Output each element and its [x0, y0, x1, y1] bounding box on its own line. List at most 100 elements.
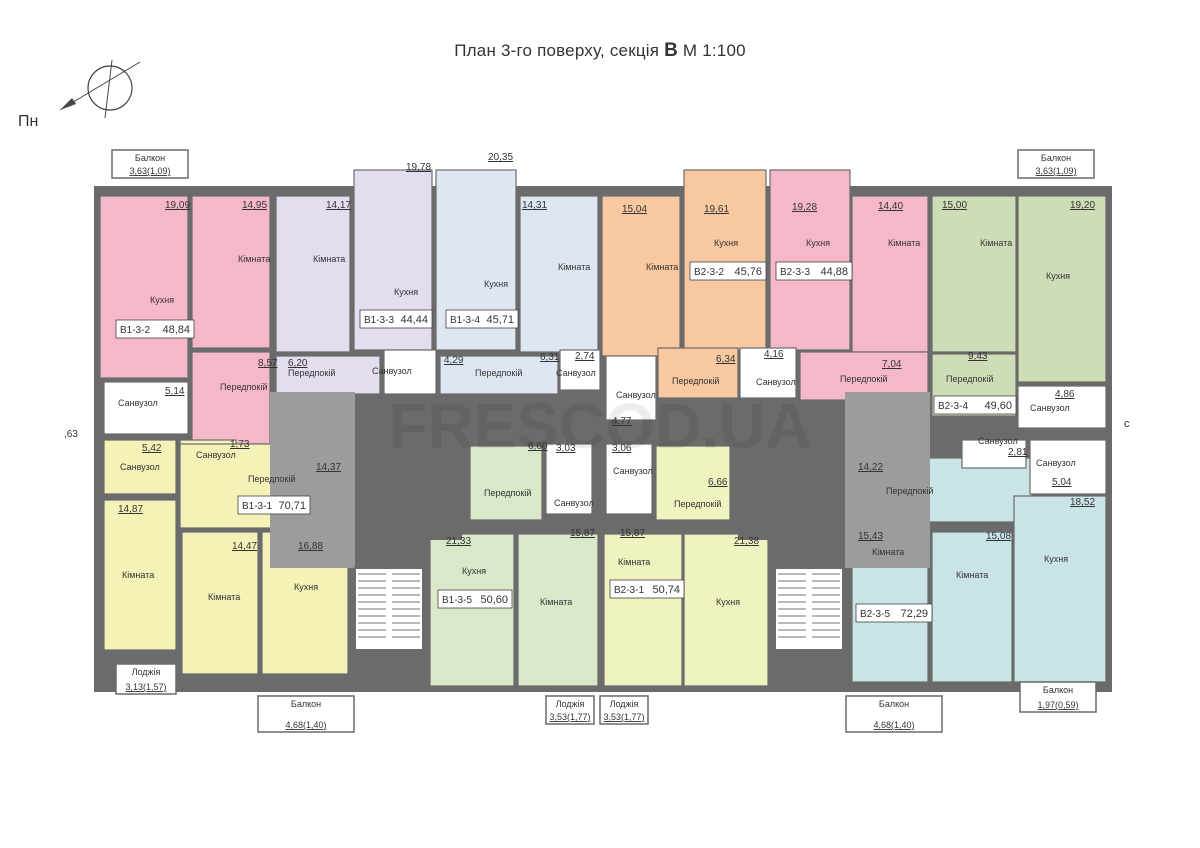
- room-area: 6,66: [708, 477, 728, 488]
- room-area: 19,28: [792, 202, 817, 213]
- room-r32: [545, 443, 593, 515]
- room-r14: [683, 169, 767, 351]
- apartment-area: 48,84: [162, 324, 190, 336]
- room-r34: [517, 533, 599, 687]
- room-r24: [1017, 385, 1107, 429]
- apartment-tag: [237, 495, 311, 515]
- room-r40: [961, 439, 1027, 469]
- plan-title-section: В: [664, 40, 678, 61]
- balcony-name: Балкон: [291, 699, 321, 709]
- room-name: Кухня: [294, 582, 318, 592]
- room-name: Кімната: [980, 238, 1012, 248]
- room-r11: [439, 355, 559, 395]
- room-name: Санвузол: [1036, 458, 1076, 468]
- room-name: Кухня: [806, 238, 830, 248]
- balcony: [845, 695, 943, 733]
- room-area: 4,16: [764, 349, 784, 360]
- room-name: Кухня: [1044, 554, 1068, 564]
- apartment-code: В2-3-4: [938, 401, 968, 412]
- room-area: 18,52: [1070, 497, 1095, 508]
- room-area: 6,20: [288, 358, 308, 369]
- room-name: Кухня: [484, 279, 508, 289]
- room-area: 14,87: [118, 504, 143, 515]
- room-name: Кухня: [462, 566, 486, 576]
- room-name: Передпокій: [946, 374, 993, 384]
- balcony-area: 3,53(1,77): [549, 712, 590, 722]
- labels-layer: 19,09Кухня14,95Кімната8,57Передпокій5,14…: [118, 152, 1095, 607]
- balcony: [257, 695, 355, 733]
- room-r1: [99, 195, 189, 379]
- room-r18: [851, 195, 929, 353]
- apartment-tag: [933, 395, 1017, 415]
- room-r33: [429, 533, 515, 687]
- balcony: [1019, 681, 1097, 713]
- room-area: 3,03: [556, 443, 576, 454]
- room-area: 6,34: [716, 354, 736, 365]
- room-name: Кухня: [394, 287, 418, 297]
- room-r25: [103, 439, 177, 495]
- room-area: 4,77: [612, 416, 632, 427]
- room-name: Санвузол: [196, 450, 236, 460]
- apartment-area: 50,60: [480, 594, 508, 606]
- room-area: 19,78: [406, 162, 431, 173]
- room-name: Передпокій: [288, 368, 335, 378]
- room-r7: [275, 355, 381, 395]
- room-r8: [383, 349, 437, 395]
- balcony-area: 1,97(0,59): [1037, 700, 1078, 710]
- apartment-area: 44,44: [400, 314, 428, 326]
- room-area: 14,47: [232, 541, 257, 552]
- room-r13: [601, 195, 681, 357]
- apartment-code: В1-3-4: [450, 315, 480, 326]
- room-name: Кімната: [956, 570, 988, 580]
- room-name: Передпокій: [674, 499, 721, 509]
- room-area: 14,40: [878, 201, 903, 212]
- apartment-tag: [115, 319, 195, 339]
- room-area: 20,35: [488, 152, 513, 163]
- room-area: 14,31: [522, 200, 547, 211]
- compass-icon: [59, 59, 141, 119]
- room-r5: [275, 195, 351, 353]
- room-area: 15,87: [570, 528, 595, 539]
- room-area: 16,88: [298, 541, 323, 552]
- room-name: Кімната: [888, 238, 920, 248]
- balcony-name: Балкон: [879, 699, 909, 709]
- apartment-area: 45,71: [486, 314, 514, 326]
- room-name: Кімната: [238, 254, 270, 264]
- room-area: 3,06: [612, 443, 632, 454]
- room-area: 2,74: [575, 351, 595, 362]
- balcony-area: 3,63(1,09): [1035, 166, 1076, 176]
- room-area: 5,42: [142, 443, 162, 454]
- room-area: 9,43: [968, 351, 988, 362]
- room-area: 8,57: [258, 358, 278, 369]
- room-r31: [469, 445, 543, 521]
- room-r15: [657, 347, 739, 399]
- room-area: 15,00: [942, 200, 967, 211]
- balcony: [1017, 149, 1095, 179]
- plan-title-prefix: План 3-го поверху, секція: [454, 41, 665, 60]
- room-r35: [605, 443, 653, 515]
- apartment-area: 44,88: [820, 266, 848, 278]
- room-name: Передпокій: [475, 368, 522, 378]
- room-name: Передпокій: [886, 486, 933, 496]
- room-name: Санвузол: [613, 466, 653, 476]
- watermark: FRESCOD.UA: [388, 390, 811, 462]
- stair-core-right: [738, 392, 930, 651]
- balconies-layer: Балкон3,63(1,09)Балкон3,63(1,09)Лоджія3,…: [111, 149, 1097, 733]
- room-area: 6,60: [528, 441, 548, 452]
- room-name: Санвузол: [556, 368, 596, 378]
- balcony-area: 4,68(1,40): [285, 720, 326, 730]
- room-r16: [605, 355, 657, 421]
- room-r29: [181, 531, 259, 675]
- balcony-name: Балкон: [1041, 153, 1071, 163]
- apartment-area: 50,74: [652, 584, 680, 596]
- room-r21: [931, 195, 1017, 353]
- room-area: 4,29: [444, 355, 464, 366]
- room-name: Передпокій: [672, 376, 719, 386]
- room-r20: [739, 347, 797, 399]
- room-r43: [931, 531, 1013, 683]
- balcony-name: Балкон: [135, 153, 165, 163]
- apartment-code: В1-3-1: [242, 501, 272, 512]
- room-name: Кухня: [1046, 271, 1070, 281]
- room-name: Кімната: [646, 262, 678, 272]
